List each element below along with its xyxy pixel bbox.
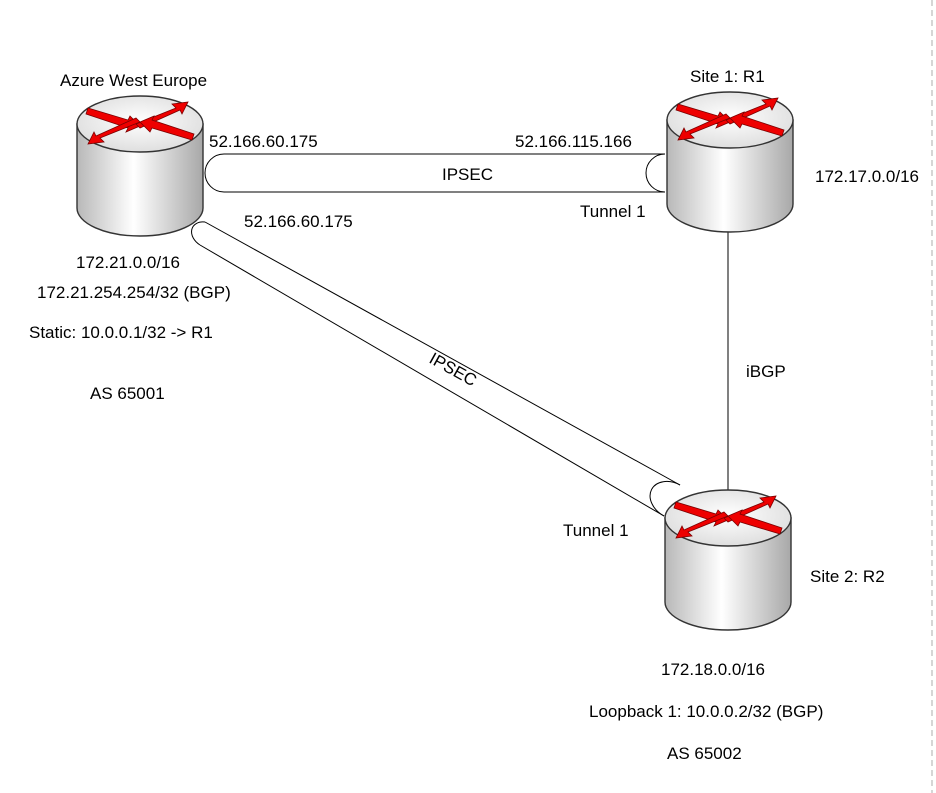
router-icon[interactable] xyxy=(664,489,792,631)
ipsec-tunnel-azure-r1 xyxy=(204,153,666,193)
router-icon[interactable] xyxy=(76,95,204,237)
ipsec-label-azure-r1: IPSEC xyxy=(442,165,493,184)
azure-bgp-ip: 172.21.254.254/32 (BGP) xyxy=(37,283,231,302)
router-icon[interactable] xyxy=(666,91,794,233)
site2-loopback: Loopback 1: 10.0.0.2/32 (BGP) xyxy=(589,702,823,721)
site1-subnet: 172.17.0.0/16 xyxy=(815,167,919,186)
azure-static-route: Static: 10.0.0.1/32 -> R1 xyxy=(29,323,213,342)
site2-as-number: AS 65002 xyxy=(667,744,742,763)
site1-public-ip: 52.166.115.166 xyxy=(515,132,632,151)
site2-tunnel-label: Tunnel 1 xyxy=(563,521,629,540)
azure-title: Azure West Europe xyxy=(60,71,207,90)
azure-tunnel-ip-r2: 52.166.60.175 xyxy=(244,212,353,231)
azure-as-number: AS 65001 xyxy=(90,384,165,403)
ipsec-label-azure-r2: IPSEC xyxy=(426,349,480,390)
azure-tunnel-ip-r1: 52.166.60.175 xyxy=(209,132,318,151)
ipsec-tunnel-azure-r2 xyxy=(191,221,681,517)
ibgp-label: iBGP xyxy=(746,362,786,381)
site1-title: Site 1: R1 xyxy=(690,67,765,86)
site2-subnet: 172.18.0.0/16 xyxy=(661,660,765,679)
site2-title: Site 2: R2 xyxy=(810,567,885,586)
site1-tunnel-label: Tunnel 1 xyxy=(580,202,646,221)
azure-subnet: 172.21.0.0/16 xyxy=(76,253,180,272)
